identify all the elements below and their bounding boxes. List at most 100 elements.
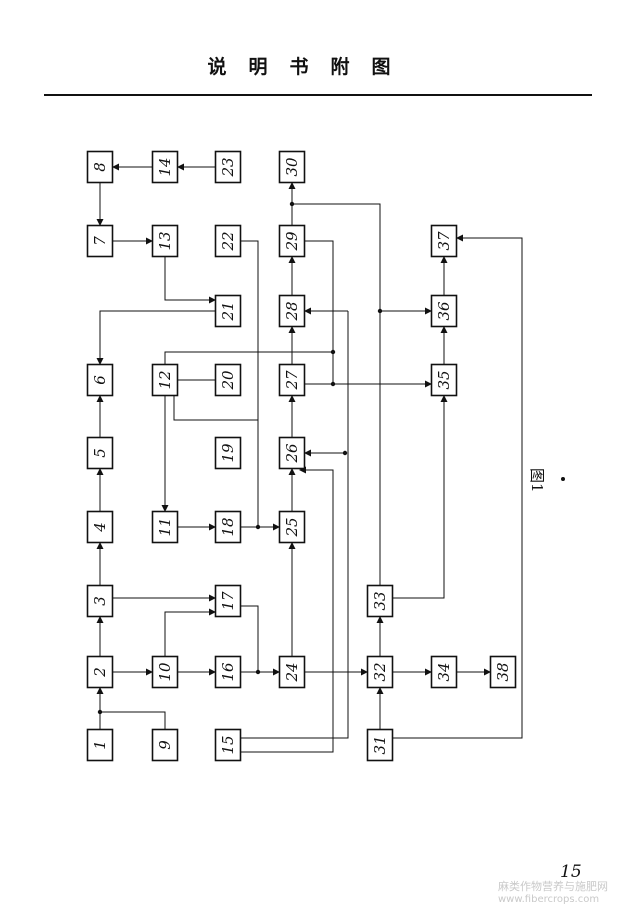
connector-12-loop — [173, 396, 258, 421]
connector-31-37 — [393, 234, 523, 739]
block-16: 16 — [214, 655, 242, 689]
block-27: 27 — [278, 363, 306, 397]
block-29-label: 29 — [283, 231, 301, 252]
block-8-frame — [86, 150, 114, 184]
block-38: 38 — [489, 655, 517, 689]
block-32-frame — [366, 655, 394, 689]
block-6: 6 — [86, 363, 114, 397]
junction-dot — [97, 709, 103, 715]
block-18: 18 — [214, 510, 242, 544]
block-4-frame — [86, 510, 114, 544]
block-23-frame — [214, 150, 242, 184]
block-20-label: 20 — [219, 370, 237, 391]
block-12-label: 12 — [156, 370, 174, 389]
block-10: 10 — [151, 655, 179, 689]
block-13-label: 13 — [156, 231, 174, 250]
watermark-url: www.fibercrops.com — [498, 894, 600, 905]
block-8: 8 — [86, 150, 114, 184]
block-9-label: 9 — [156, 740, 174, 750]
connector-29-bus — [305, 240, 334, 384]
block-36: 36 — [430, 294, 458, 328]
block-1: 1 — [86, 728, 114, 762]
block-19: 19 — [214, 436, 242, 470]
header-rule — [44, 94, 592, 96]
block-36-label: 36 — [435, 301, 453, 321]
connector-22-25 — [241, 240, 259, 527]
block-15-frame — [214, 728, 242, 762]
block-2-frame — [86, 655, 114, 689]
block-3: 3 — [86, 584, 114, 618]
junction-dot — [330, 381, 336, 387]
connector-13-21 — [164, 257, 216, 304]
block-2: 2 — [86, 655, 114, 689]
connector-28-15 — [241, 311, 349, 739]
junction-dot — [330, 349, 336, 355]
connector-17-24 — [241, 605, 259, 672]
block-26-frame — [278, 436, 306, 470]
block-14: 14 — [151, 150, 179, 184]
block-34-label: 34 — [435, 662, 453, 681]
block-4: 4 — [86, 510, 114, 544]
block-35: 35 — [430, 363, 458, 397]
block-9: 9 — [151, 728, 179, 762]
block-11: 11 — [151, 510, 179, 544]
block-17: 17 — [214, 584, 242, 618]
block-19-label: 19 — [219, 443, 237, 463]
block-2-label: 2 — [91, 667, 109, 678]
block-24: 24 — [278, 655, 306, 689]
block-25: 25 — [278, 510, 306, 544]
junction-dot — [342, 450, 348, 456]
connector-21-6 — [96, 310, 215, 365]
block-24-frame — [278, 655, 306, 689]
block-38-label: 38 — [494, 662, 512, 681]
block-33-frame — [366, 584, 394, 618]
junction-dot — [255, 524, 261, 530]
block-11-label: 11 — [156, 517, 174, 536]
block-19-frame — [214, 436, 242, 470]
block-7-frame — [86, 224, 114, 258]
block-14-frame — [151, 150, 179, 184]
block-24-label: 24 — [283, 662, 301, 682]
block-37-frame — [430, 224, 458, 258]
block-26: 26 — [278, 436, 306, 470]
connector-30-33 — [292, 203, 381, 585]
block-29: 29 — [278, 224, 306, 258]
block-6-frame — [86, 363, 114, 397]
block-20: 20 — [214, 363, 242, 397]
block-1-frame — [86, 728, 114, 762]
block-11-frame — [151, 510, 179, 544]
block-28-label: 28 — [283, 301, 301, 321]
block-37-label: 37 — [435, 231, 453, 251]
junction-dot — [377, 308, 383, 314]
block-36-frame — [430, 294, 458, 328]
block-15: 15 — [214, 728, 242, 762]
block-14-label: 14 — [156, 157, 174, 176]
block-7: 7 — [86, 224, 114, 258]
block-31: 31 — [366, 728, 394, 762]
block-8-label: 8 — [91, 162, 109, 172]
block-1-label: 1 — [91, 740, 109, 750]
block-28-frame — [278, 294, 306, 328]
block-10-frame — [151, 655, 179, 689]
block-21-label: 21 — [219, 301, 237, 321]
block-27-label: 27 — [283, 370, 301, 391]
connector-12-bus — [164, 351, 333, 364]
block-3-label: 3 — [91, 596, 109, 606]
block-22-label: 22 — [219, 231, 237, 251]
block-15-label: 15 — [219, 735, 237, 754]
block-21-frame — [214, 294, 242, 328]
block-12-frame — [151, 363, 179, 397]
block-22-frame — [214, 224, 242, 258]
block-3-frame — [86, 584, 114, 618]
block-35-frame — [430, 363, 458, 397]
block-20-frame — [214, 363, 242, 397]
block-22: 22 — [214, 224, 242, 258]
junction-dot — [289, 201, 295, 207]
block-31-label: 31 — [371, 735, 389, 754]
block-16-frame — [214, 655, 242, 689]
connector-9-join — [100, 711, 166, 729]
figure-label-dot — [561, 477, 565, 481]
block-25-label: 25 — [283, 517, 301, 537]
connector-33-35 — [393, 395, 448, 599]
